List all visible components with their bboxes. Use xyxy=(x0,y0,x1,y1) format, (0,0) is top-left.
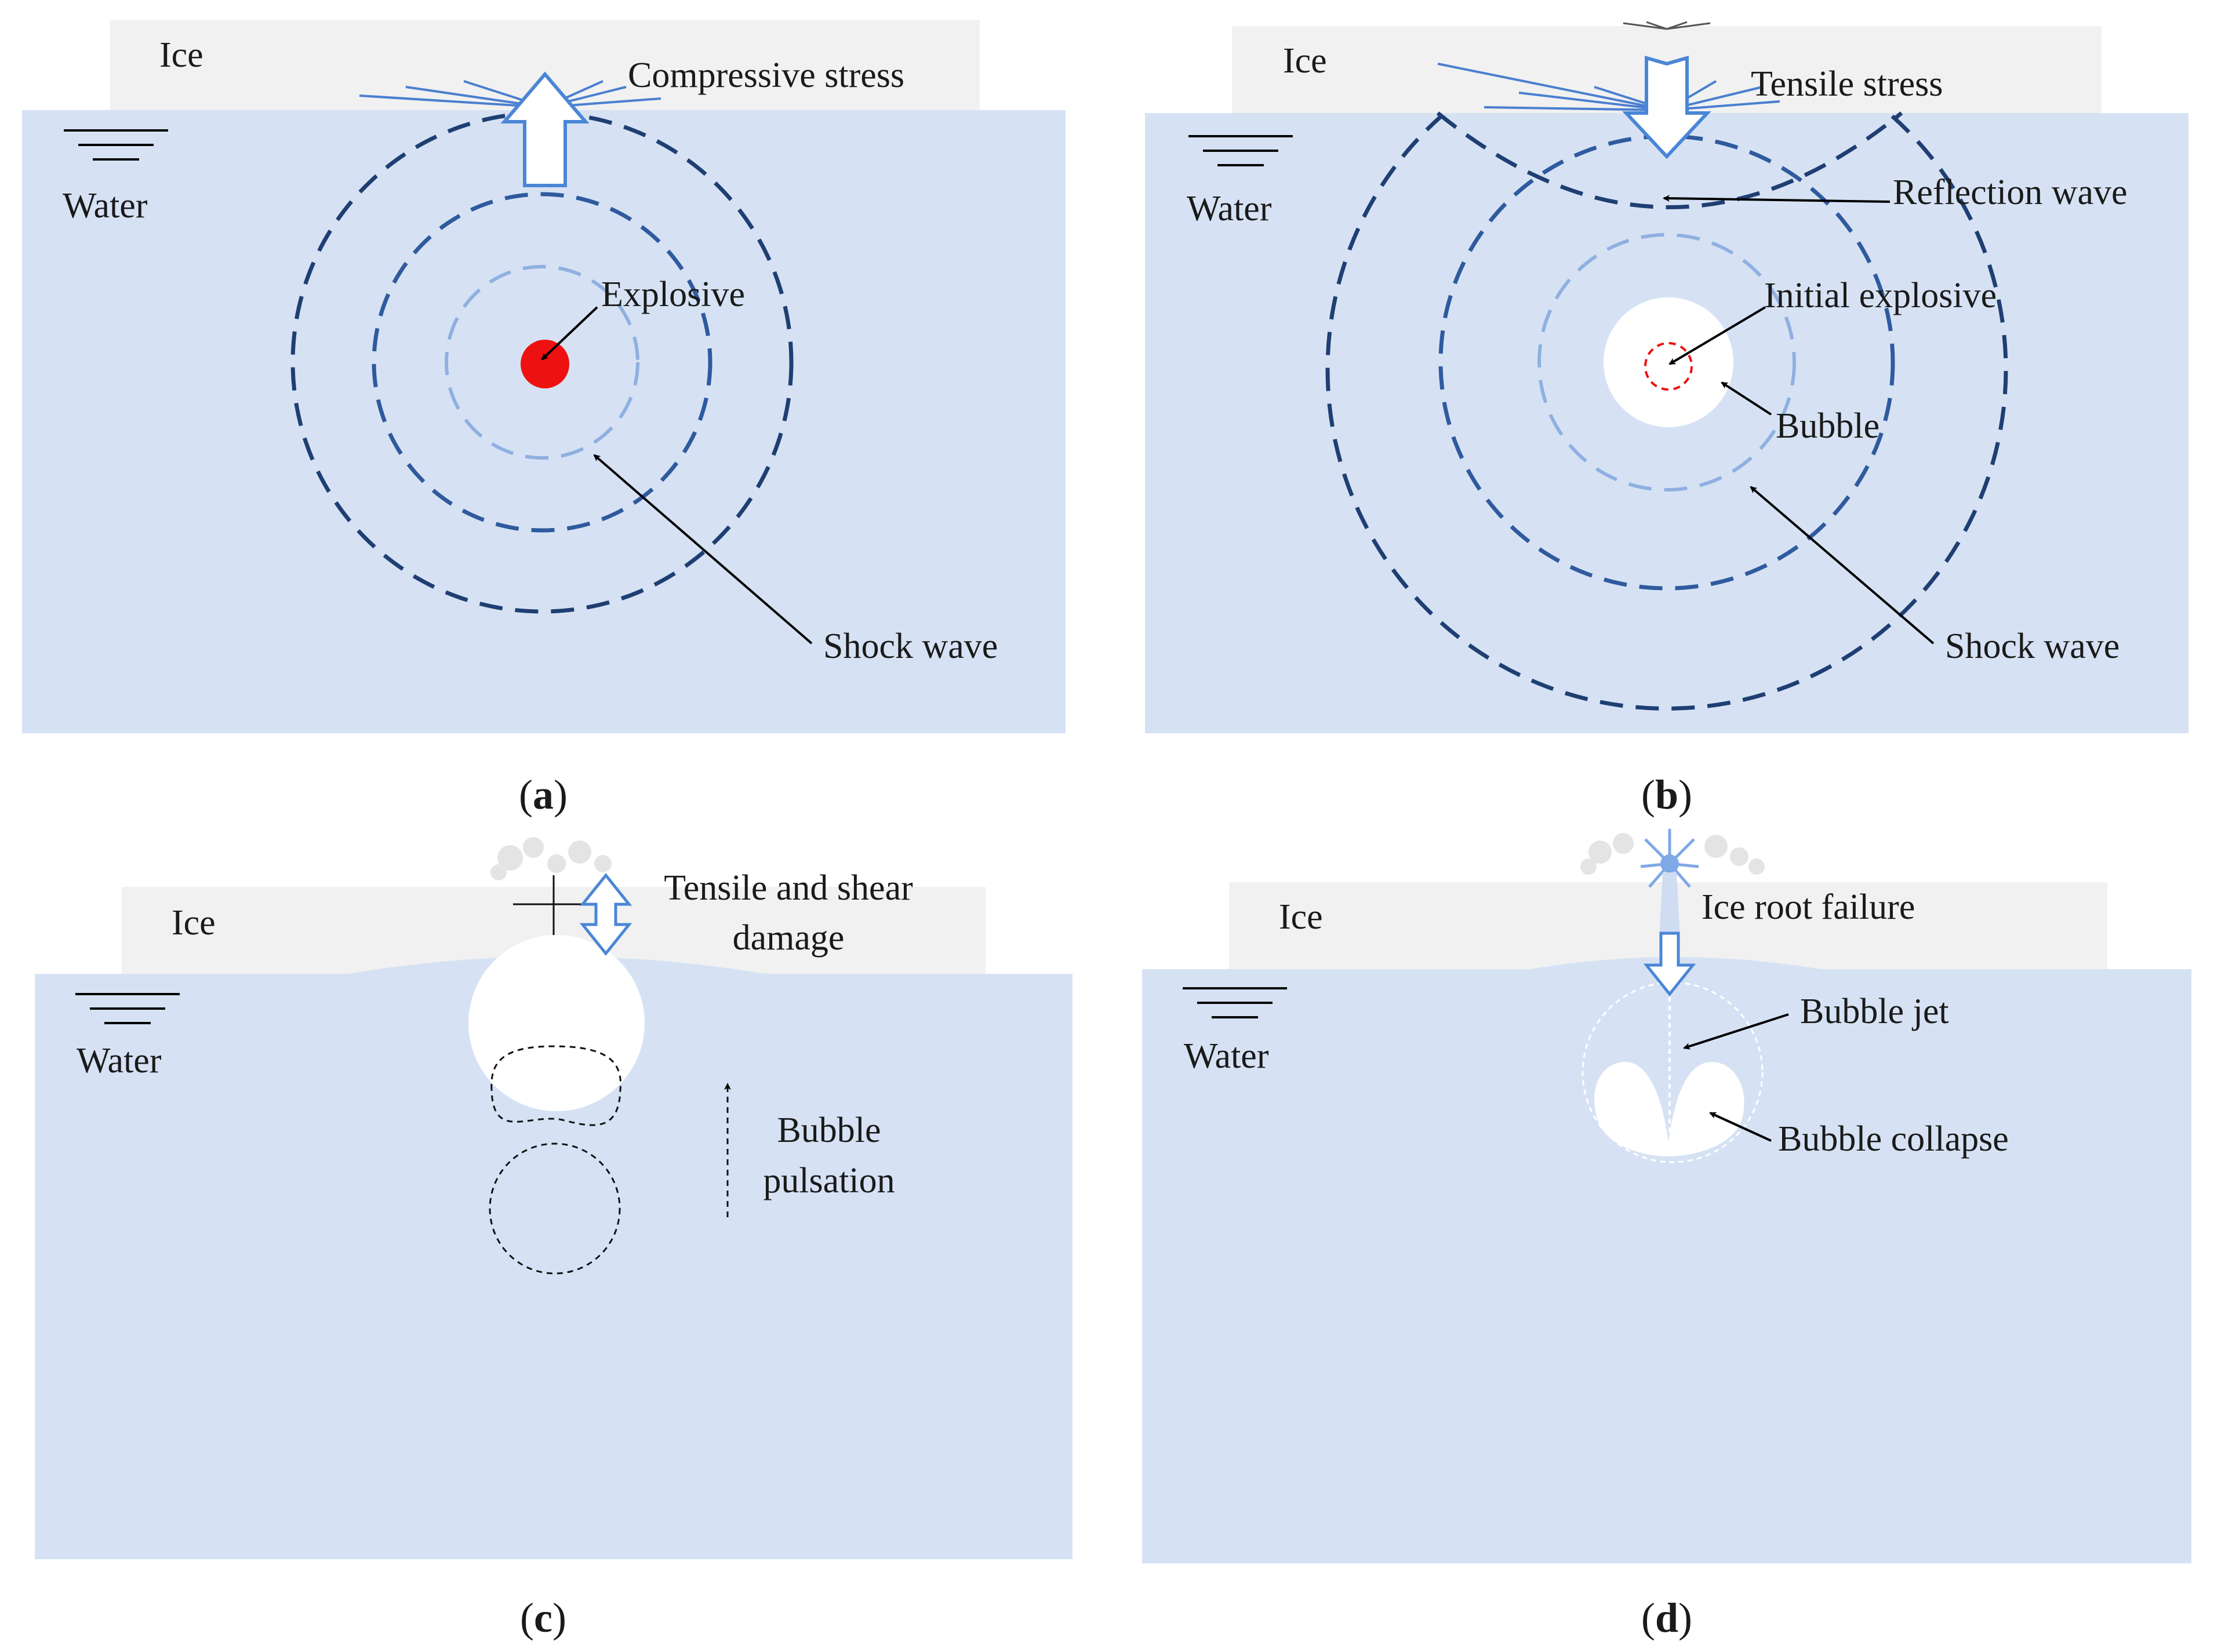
bubble-collapse-pointer xyxy=(1709,1112,1772,1142)
shock-wave-inner xyxy=(445,265,639,460)
bubble-jet-pointer xyxy=(1683,1013,1789,1050)
panel-d: Ice Water Ice root failure Bubble jet Bu… xyxy=(1142,829,2191,1641)
initial-explosive-label: Initial explosive xyxy=(1764,276,1997,315)
tensile-shear-label-line2: damage xyxy=(733,918,845,958)
panel-b: Ice Water Tensile stress Reflection wave… xyxy=(1145,21,2188,818)
tensile-shear-label-line1: Tensile and shear xyxy=(664,868,913,908)
shock-wave-outer xyxy=(290,111,794,614)
shock-wave-label: Shock wave xyxy=(1945,627,2120,666)
water-level-symbol xyxy=(64,129,168,161)
explosive-charge xyxy=(521,340,569,388)
tensile-shear-arrow xyxy=(579,872,632,956)
shock-wave-outer xyxy=(1325,114,2008,711)
water-level-symbol xyxy=(75,993,180,1024)
ice-cracks xyxy=(359,80,661,108)
compressive-arrow xyxy=(500,71,590,187)
bubble-shape-initial xyxy=(489,1142,621,1275)
caption-c: (c) xyxy=(520,1595,566,1641)
shock-wave-inner xyxy=(1537,233,1796,492)
shock-wave-pointer xyxy=(1750,486,1935,645)
ice-label: Ice xyxy=(1283,41,1327,81)
caption-d: (d) xyxy=(1641,1595,1692,1641)
bubble xyxy=(468,935,645,1111)
shock-wave-pointer xyxy=(593,454,813,645)
tensile-stress-label: Tensile stress xyxy=(1751,64,1943,104)
bubble-previous-outline xyxy=(1582,981,1764,1163)
ice-root-failure-label: Ice root failure xyxy=(1702,887,1915,927)
tensile-arrow xyxy=(1622,56,1711,159)
bubble-collapse-label: Bubble collapse xyxy=(1778,1119,2009,1159)
bubble-pulsation-label-line1: Bubble xyxy=(777,1111,881,1150)
water-label: Water xyxy=(1187,189,1272,228)
bubble-label: Bubble xyxy=(1776,406,1879,446)
ice-root-arrow xyxy=(1643,931,1696,997)
bubble-pointer xyxy=(1721,381,1772,416)
shock-wave-label: Shock wave xyxy=(823,627,998,666)
water-label: Water xyxy=(1184,1036,1269,1076)
compressive-stress-label: Compressive stress xyxy=(628,56,904,95)
reflection-pointer xyxy=(1663,195,1891,203)
bubble-collapse-shape xyxy=(1594,1061,1744,1156)
ice-debris xyxy=(490,837,612,880)
ice-root-channel xyxy=(1659,872,1680,939)
reflection-wave-label: Reflection wave xyxy=(1893,173,2128,212)
water-level-symbol xyxy=(1188,135,1293,166)
water-label: Water xyxy=(63,186,148,225)
shock-wave-middle xyxy=(372,192,712,533)
ice-label: Ice xyxy=(1279,897,1323,937)
panel-c: Ice Water Tensile and shear damage Bubbl… xyxy=(35,837,1073,1641)
water-body xyxy=(1142,969,2191,1563)
reflection-wave xyxy=(1436,111,1903,209)
ice-debris xyxy=(1580,833,1765,875)
panel-a: Ice Water Compressive stress Explosive S… xyxy=(22,20,1066,818)
bubble-pulsation-label-line2: pulsation xyxy=(763,1161,895,1200)
water-label: Water xyxy=(77,1041,162,1080)
bubble-jet-label: Bubble jet xyxy=(1800,992,1949,1031)
bubble-shape-previous xyxy=(490,1045,622,1126)
ice-label: Ice xyxy=(172,903,216,943)
bubble xyxy=(1604,297,1733,427)
ice-root-burst-center xyxy=(1660,854,1679,873)
caption-a: (a) xyxy=(519,772,568,818)
ice-label: Ice xyxy=(159,35,203,75)
initial-explosive-outline xyxy=(1644,342,1693,391)
explosive-label: Explosive xyxy=(601,275,745,314)
water-body xyxy=(22,110,1066,733)
initial-explosive-pointer xyxy=(1668,306,1766,365)
explosive-pointer xyxy=(541,306,598,361)
caption-b: (b) xyxy=(1641,772,1692,818)
ice-cracks xyxy=(1437,21,1780,111)
water-level-symbol xyxy=(1183,987,1287,1018)
